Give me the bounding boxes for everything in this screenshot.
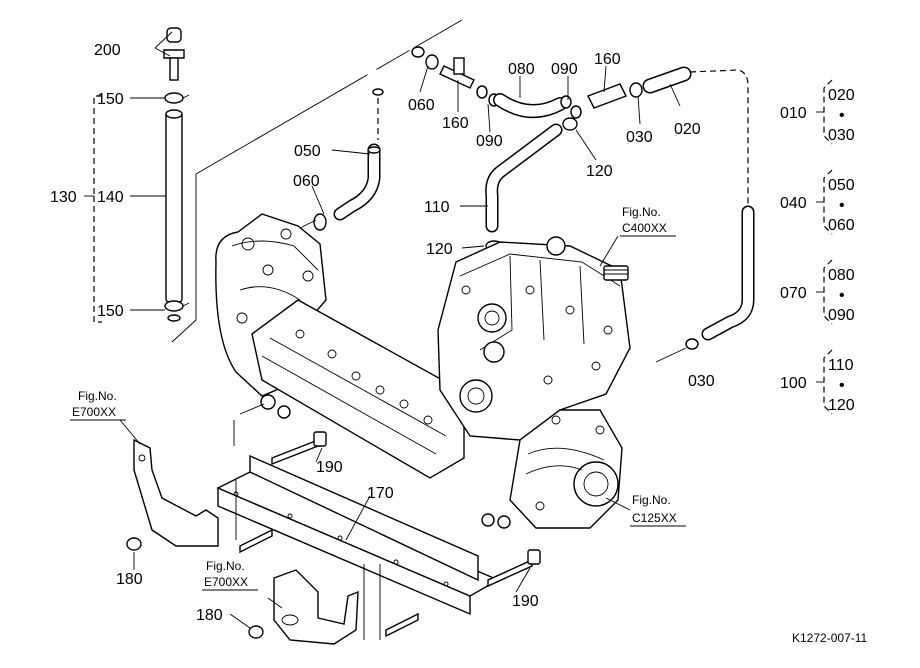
svg-text:Fig.No.: Fig.No. [206, 559, 245, 573]
svg-text:080: 080 [828, 267, 855, 284]
mounting-frame [216, 431, 541, 640]
label-160-left[interactable]: 160 [442, 115, 469, 132]
svg-text:•: • [839, 197, 845, 214]
svg-text:020: 020 [828, 87, 855, 104]
label-020[interactable]: 020 [674, 121, 701, 138]
svg-text:Fig.No.: Fig.No. [632, 493, 671, 507]
label-190-lower[interactable]: 190 [512, 593, 539, 610]
label-150-top[interactable]: 150 [97, 91, 124, 108]
transmission-housing [215, 213, 631, 529]
label-150-bottom[interactable]: 150 [97, 303, 124, 320]
svg-text:090: 090 [828, 307, 855, 324]
svg-text:•: • [839, 287, 845, 304]
group-100[interactable]: 100 110 • 120 [780, 349, 855, 415]
group-040[interactable]: 040 050 • 060 [780, 169, 855, 235]
group-070[interactable]: 070 080 • 090 [780, 259, 855, 325]
part-labels: 200 150 130 140 150 050 060 060 160 080 … [50, 42, 715, 624]
label-170[interactable]: 170 [367, 485, 394, 502]
svg-text:Fig.No.: Fig.No. [622, 205, 661, 219]
bracket-left [126, 438, 219, 551]
svg-text:C400XX: C400XX [622, 221, 667, 235]
label-110[interactable]: 110 [424, 199, 450, 216]
svg-text:120: 120 [828, 397, 855, 414]
group-legend: 010 020 • 030 040 050 • 060 070 080 • 09… [780, 79, 855, 415]
label-200[interactable]: 200 [94, 42, 121, 59]
label-090-right[interactable]: 090 [551, 61, 578, 78]
svg-text:•: • [839, 107, 845, 124]
label-060-lower[interactable]: 060 [293, 173, 320, 190]
svg-text:050: 050 [828, 177, 855, 194]
label-080[interactable]: 080 [508, 61, 535, 78]
label-030-top[interactable]: 030 [626, 129, 653, 146]
svg-text:•: • [839, 377, 845, 394]
label-180-left[interactable]: 180 [116, 571, 143, 588]
label-140[interactable]: 140 [97, 189, 124, 206]
label-120-lower[interactable]: 120 [426, 241, 453, 258]
group-010[interactable]: 010 020 • 030 [780, 79, 855, 145]
label-130[interactable]: 130 [50, 189, 77, 206]
svg-text:E700XX: E700XX [204, 575, 248, 589]
vertical-pipe-assembly [84, 27, 190, 323]
fig-ref-e700-right[interactable]: Fig.No. E700XX [202, 559, 258, 591]
leader-lines [119, 65, 681, 629]
svg-text:040: 040 [780, 195, 807, 212]
hose-routing [299, 29, 755, 363]
svg-text:060: 060 [828, 217, 855, 234]
label-050[interactable]: 050 [294, 143, 321, 160]
label-190-upper[interactable]: 190 [316, 459, 343, 476]
svg-text:110: 110 [828, 357, 854, 374]
fig-ref-c125[interactable]: Fig.No. C125XX [630, 493, 686, 527]
label-160-right[interactable]: 160 [594, 51, 621, 68]
label-090-left[interactable]: 090 [476, 133, 503, 150]
bracket-right [248, 569, 359, 645]
fig-ref-e700-left[interactable]: Fig.No. E700XX [70, 389, 126, 421]
svg-text:010: 010 [780, 105, 807, 122]
drawing-code: K1272-007-11 [792, 631, 867, 645]
svg-text:030: 030 [828, 127, 855, 144]
svg-text:E700XX: E700XX [72, 405, 116, 419]
figure-references: Fig.No. C400XX Fig.No. E700XX Fig.No. E7… [70, 205, 686, 591]
svg-text:C125XX: C125XX [632, 511, 677, 525]
fig-ref-c400[interactable]: Fig.No. C400XX [620, 205, 676, 237]
label-030-right[interactable]: 030 [688, 373, 715, 390]
label-180-right[interactable]: 180 [196, 607, 223, 624]
svg-text:Fig.No.: Fig.No. [78, 389, 117, 403]
svg-text:070: 070 [780, 285, 807, 302]
label-120-top[interactable]: 120 [586, 163, 613, 180]
reference-line [195, 19, 463, 175]
label-060-upper[interactable]: 060 [408, 97, 435, 114]
svg-text:100: 100 [780, 375, 807, 392]
